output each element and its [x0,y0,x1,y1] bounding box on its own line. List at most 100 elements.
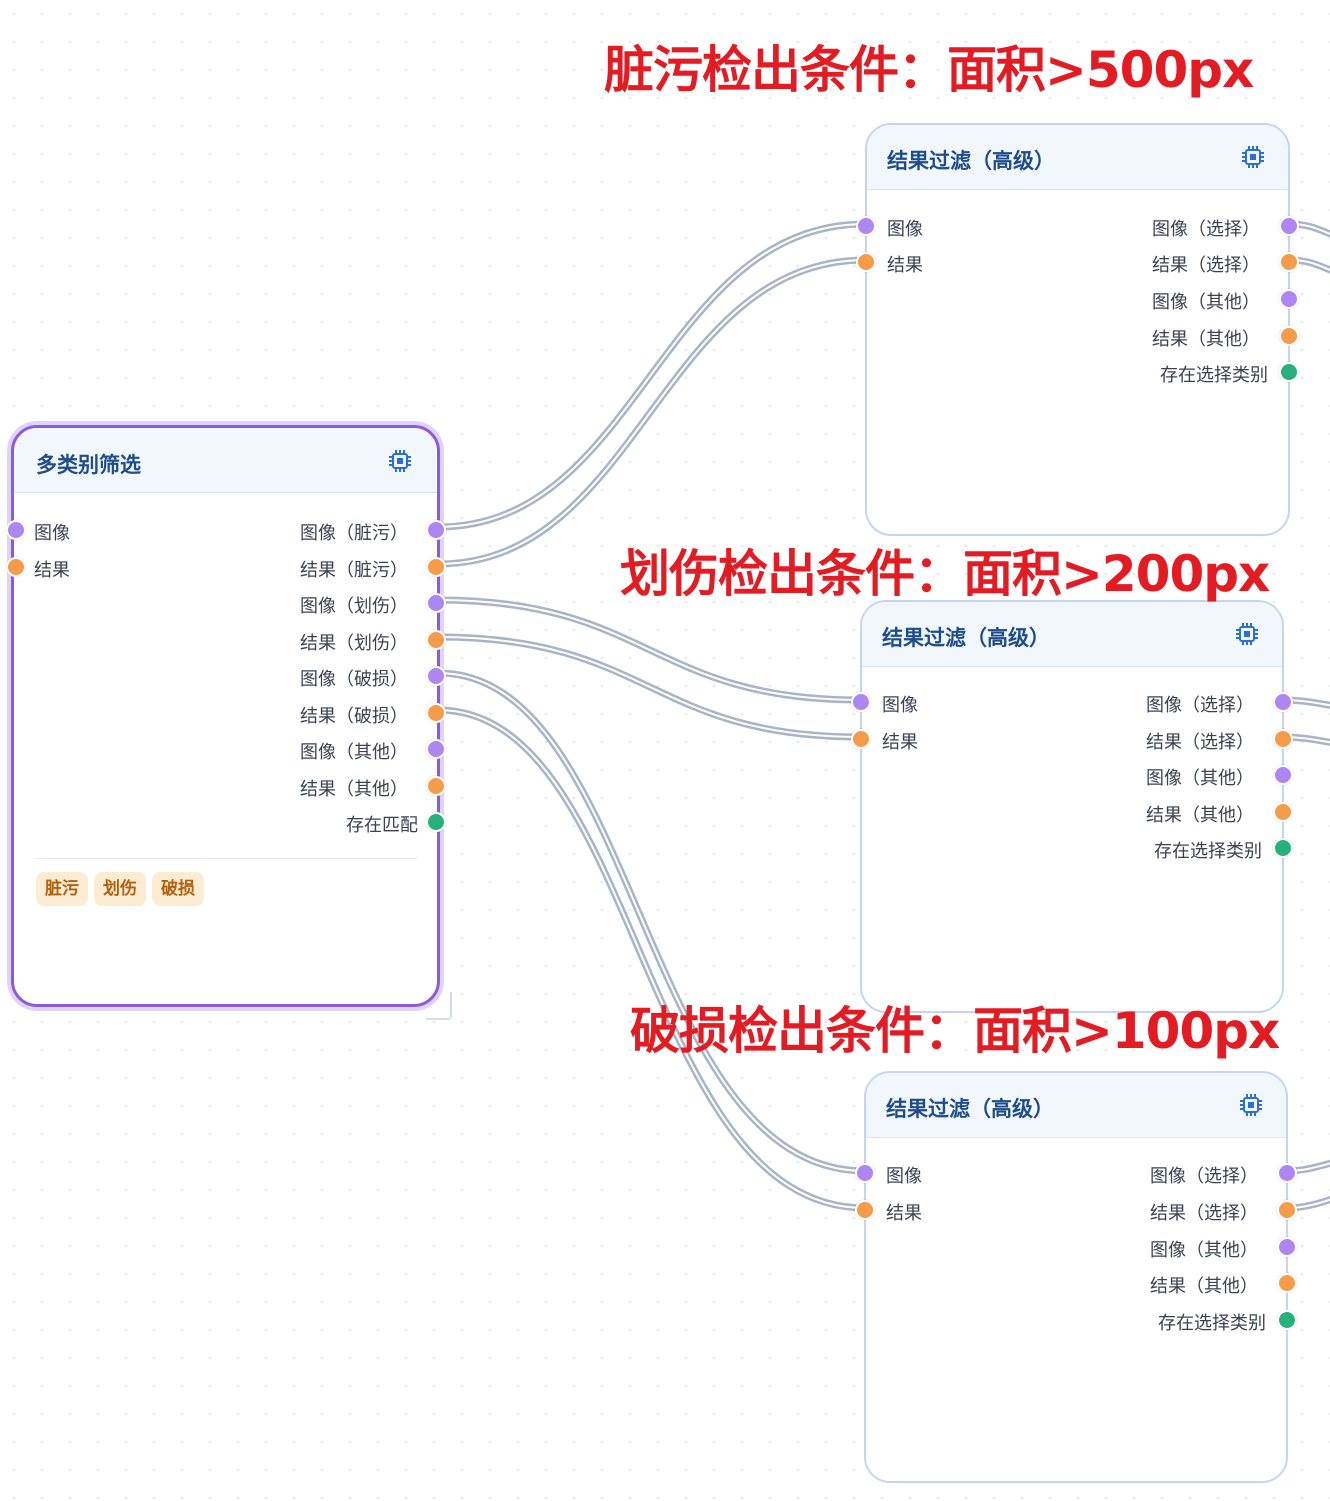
chip-icon[interactable] [1238,1092,1264,1118]
port-label: 结果 [882,732,918,753]
image-port-dot[interactable] [426,520,446,540]
result-port-dot[interactable] [1279,252,1299,272]
flag-port-dot[interactable] [1277,1310,1297,1330]
chip-icon[interactable] [1234,621,1260,647]
wire-damage-result[interactable] [434,706,869,1212]
image-port-dot[interactable] [1277,1237,1297,1257]
node-header[interactable]: 结果过滤（高级） [866,1073,1286,1138]
image-port-dot[interactable] [426,593,446,613]
result-port-dot[interactable] [426,630,446,650]
output-port-other-image[interactable]: 图像（其他） [1088,281,1299,317]
output-port-other-image[interactable]: 图像（其他） [217,731,446,767]
image-port-dot[interactable] [1279,216,1299,236]
result-filter-node-dirt[interactable]: 结果过滤（高级） 图像 结果 图像（选择） 结果（选择） 图像（其他） 结果（其… [856,123,1299,536]
output-port-other-result[interactable]: 结果（其他） [1082,794,1293,830]
port-label: 图像（破损） [300,669,408,690]
wire-damage-image[interactable] [434,669,869,1175]
result-port-dot[interactable] [1279,326,1299,346]
output-port-other-image[interactable]: 图像（其他） [1082,757,1293,793]
result-port-dot[interactable] [426,557,446,577]
output-port-damage-result[interactable]: 结果（破损） [217,695,446,731]
output-port-has-selected[interactable]: 存在选择类别 [1086,1302,1297,1338]
port-label: 存在匹配 [346,815,418,836]
wire-scratch-image[interactable] [434,596,865,704]
input-port-image[interactable]: 图像 [855,1155,1046,1191]
output-port-scratch-result[interactable]: 结果（划伤） [217,622,446,658]
image-port-dot[interactable] [1273,692,1293,712]
input-port-result[interactable]: 结果 [6,549,214,585]
input-port-image[interactable]: 图像 [6,512,214,548]
port-label: 结果 [887,255,923,276]
flag-port-dot[interactable] [1279,362,1299,382]
output-port-selected-image[interactable]: 图像（选择） [1086,1155,1297,1191]
port-label: 图像（其他） [300,742,408,763]
image-port-dot[interactable] [1273,765,1293,785]
port-label: 图像 [882,695,918,716]
input-port-result[interactable]: 结果 [856,244,1047,280]
wire-dirt-image[interactable] [434,220,870,531]
result-filter-node-scratch[interactable]: 结果过滤（高级） 图像 结果 图像（选择） 结果（选择） 图像（其他） 结果（其… [851,600,1293,1013]
result-port-dot[interactable] [1273,729,1293,749]
wire-scratch-result[interactable] [434,633,865,741]
chip-icon[interactable] [1240,144,1266,170]
port-label: 结果（其他） [1150,1276,1258,1297]
image-port-dot[interactable] [1277,1163,1297,1183]
output-port-dirt-image[interactable]: 图像（脏污） [217,512,446,548]
port-label: 结果（其他） [1152,329,1260,350]
resize-handle[interactable] [426,992,452,1020]
result-port-dot[interactable] [1277,1200,1297,1220]
image-port-dot[interactable] [851,692,871,712]
result-port-dot[interactable] [426,776,446,796]
output-port-other-image[interactable]: 图像（其他） [1086,1229,1297,1265]
port-label: 结果 [34,560,70,581]
image-port-dot[interactable] [1279,289,1299,309]
output-port-other-result[interactable]: 结果（其他） [217,768,446,804]
port-label: 结果（其他） [300,779,408,800]
result-port-dot[interactable] [855,1200,875,1220]
result-port-dot[interactable] [1273,802,1293,822]
port-label: 结果（选择） [1146,732,1254,753]
result-filter-node-damage[interactable]: 结果过滤（高级） 图像 结果 图像（选择） 结果（选择） 图像（其他） 结果（其… [855,1071,1297,1483]
annotation-scratch-condition: 划伤检出条件：面积>200px [620,545,1270,603]
node-header[interactable]: 结果过滤（高级） [867,125,1288,190]
image-port-dot[interactable] [426,739,446,759]
input-port-image[interactable]: 图像 [856,208,1047,244]
port-label: 结果（选择） [1152,255,1260,276]
node-header[interactable]: 结果过滤（高级） [862,602,1282,667]
output-port-selected-image[interactable]: 图像（选择） [1088,208,1299,244]
result-port-dot[interactable] [856,252,876,272]
image-port-dot[interactable] [6,520,26,540]
input-port-image[interactable]: 图像 [851,684,1042,720]
wire-dirt-result[interactable] [434,256,870,568]
output-port-damage-image[interactable]: 图像（破损） [217,658,446,694]
port-label: 图像（其他） [1152,292,1260,313]
output-port-dirt-result[interactable]: 结果（脏污） [217,549,446,585]
output-port-other-result[interactable]: 结果（其他） [1088,318,1299,354]
output-port-selected-result[interactable]: 结果（选择） [1086,1192,1297,1228]
image-port-dot[interactable] [855,1163,875,1183]
node-title: 多类别筛选 [36,453,141,477]
output-port-has-match[interactable]: 存在匹配 [217,804,446,840]
flag-port-dot[interactable] [426,812,446,832]
output-port-other-result[interactable]: 结果（其他） [1086,1265,1297,1301]
input-port-result[interactable]: 结果 [851,721,1042,757]
image-port-dot[interactable] [856,216,876,236]
chip-icon[interactable] [387,448,413,474]
result-port-dot[interactable] [1277,1273,1297,1293]
multi-category-filter-node[interactable]: 多类别筛选 图像 结果 图像（脏污） 结果（脏污） 图像（划伤） 结果（划伤） … [6,425,446,1007]
flag-port-dot[interactable] [1273,838,1293,858]
port-label: 结果（划伤） [300,633,408,654]
result-port-dot[interactable] [6,557,26,577]
output-port-has-selected[interactable]: 存在选择类别 [1082,830,1293,866]
node-header[interactable]: 多类别筛选 [14,428,437,493]
output-port-selected-result[interactable]: 结果（选择） [1082,721,1293,757]
output-port-scratch-image[interactable]: 图像（划伤） [217,585,446,621]
result-port-dot[interactable] [851,729,871,749]
result-port-dot[interactable] [426,703,446,723]
output-port-selected-image[interactable]: 图像（选择） [1082,684,1293,720]
input-port-result[interactable]: 结果 [855,1192,1046,1228]
output-port-selected-result[interactable]: 结果（选择） [1088,244,1299,280]
port-label: 图像（划伤） [300,596,408,617]
image-port-dot[interactable] [426,666,446,686]
output-port-has-selected[interactable]: 存在选择类别 [1088,354,1299,390]
